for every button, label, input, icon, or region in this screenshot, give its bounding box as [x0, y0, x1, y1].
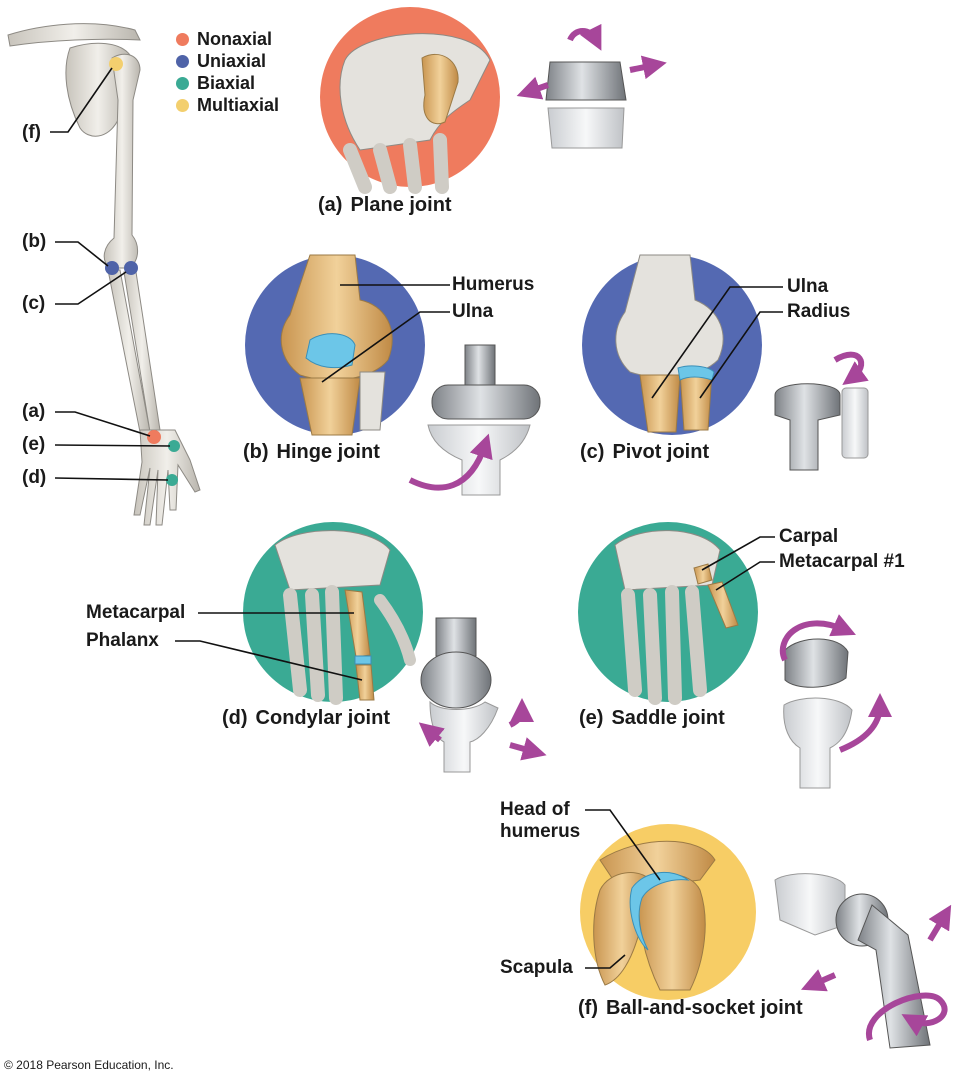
label-metacarpal-1: Metacarpal #1	[779, 551, 905, 572]
caption-hinge-joint: (b) Hinge joint	[243, 441, 380, 463]
label-carpal: Carpal	[779, 526, 839, 547]
arm-label-b: (b)	[22, 231, 47, 252]
ball-socket-joint-model	[774, 873, 931, 1049]
label-radius: Radius	[787, 301, 851, 322]
legend-item-nonaxial: Nonaxial	[176, 28, 272, 50]
arm-label-e: (e)	[22, 434, 46, 455]
label-ulna-hinge: Ulna	[452, 301, 494, 322]
condylar-joint-model	[420, 617, 499, 773]
label-humerus: Humerus	[452, 274, 535, 295]
plane-joint-illustration	[320, 7, 500, 194]
caption-name: Saddle joint	[611, 707, 725, 729]
copyright-notice: © 2018 Pearson Education, Inc.	[4, 1058, 174, 1072]
legend-swatch	[176, 54, 189, 68]
legend-label: Biaxial	[197, 72, 256, 93]
humerus-bone	[103, 53, 141, 269]
label-head-of-humerus-line1: Head of	[500, 799, 570, 820]
caption-name: Hinge joint	[276, 441, 380, 463]
caption-tag: (d)	[222, 707, 248, 729]
saddle-joint-illustration	[578, 522, 758, 705]
caption-condylar-joint: (d) Condylar joint	[222, 707, 390, 729]
joint-dot-e	[168, 440, 180, 452]
joint-dot-b	[105, 261, 119, 275]
caption-saddle-joint: (e) Saddle joint	[579, 707, 725, 729]
arm-label-c: (c)	[22, 293, 46, 314]
legend-swatch	[176, 98, 189, 112]
joint-dot-f	[109, 57, 123, 71]
caption-name: Condylar joint	[255, 707, 390, 729]
condylar-joint-illustration	[243, 522, 423, 705]
caption-tag: (b)	[243, 441, 269, 463]
arm-leader-lines	[50, 67, 171, 481]
hinge-joint-illustration	[245, 254, 425, 436]
label-ulna-pivot: Ulna	[787, 276, 829, 297]
caption-name: Plane joint	[350, 194, 452, 216]
label-scapula: Scapula	[500, 957, 573, 978]
motion-arrows	[408, 23, 952, 1041]
joint-dot-a	[147, 430, 161, 444]
legend-item-biaxial: Biaxial	[176, 72, 255, 94]
caption-tag: (c)	[580, 441, 605, 463]
ball-socket-joint-illustration	[580, 824, 756, 1000]
legend-item-uniaxial: Uniaxial	[176, 50, 266, 72]
caption-tag: (a)	[318, 194, 343, 216]
arm-label-d: (d)	[22, 467, 47, 488]
joint-dot-c	[124, 261, 138, 275]
legend-item-multiaxial: Multiaxial	[176, 94, 279, 116]
joint-dot-d	[166, 474, 178, 486]
pivot-joint-illustration	[582, 254, 762, 435]
pivot-joint-model	[774, 383, 869, 471]
bone-leader-lines	[175, 284, 783, 969]
caption-pivot-joint: (c) Pivot joint	[580, 441, 709, 463]
legend-label: Nonaxial	[197, 28, 273, 49]
caption-ball-socket-joint: (f) Ball-and-socket joint	[578, 997, 803, 1019]
arm-label-a: (a)	[22, 401, 46, 422]
caption-name: Pivot joint	[612, 441, 710, 463]
legend-swatch	[176, 32, 189, 46]
highlighted-carpal	[421, 53, 459, 125]
caption-tag: (f)	[578, 997, 598, 1019]
caption-plane-joint: (a) Plane joint	[318, 194, 452, 216]
legend-swatch	[176, 76, 189, 90]
hinge-joint-model	[427, 344, 541, 496]
legend-label: Uniaxial	[197, 50, 267, 71]
arm-label-f: (f)	[22, 122, 41, 143]
caption-tag: (e)	[579, 707, 604, 729]
legend-label: Multiaxial	[197, 94, 280, 115]
label-metacarpal: Metacarpal	[86, 602, 186, 623]
label-head-of-humerus-line2: humerus	[500, 821, 581, 842]
plane-joint-model	[545, 61, 627, 149]
saddle-joint-model	[783, 638, 853, 789]
label-phalanx: Phalanx	[86, 630, 159, 651]
caption-name: Ball-and-socket joint	[605, 997, 803, 1019]
